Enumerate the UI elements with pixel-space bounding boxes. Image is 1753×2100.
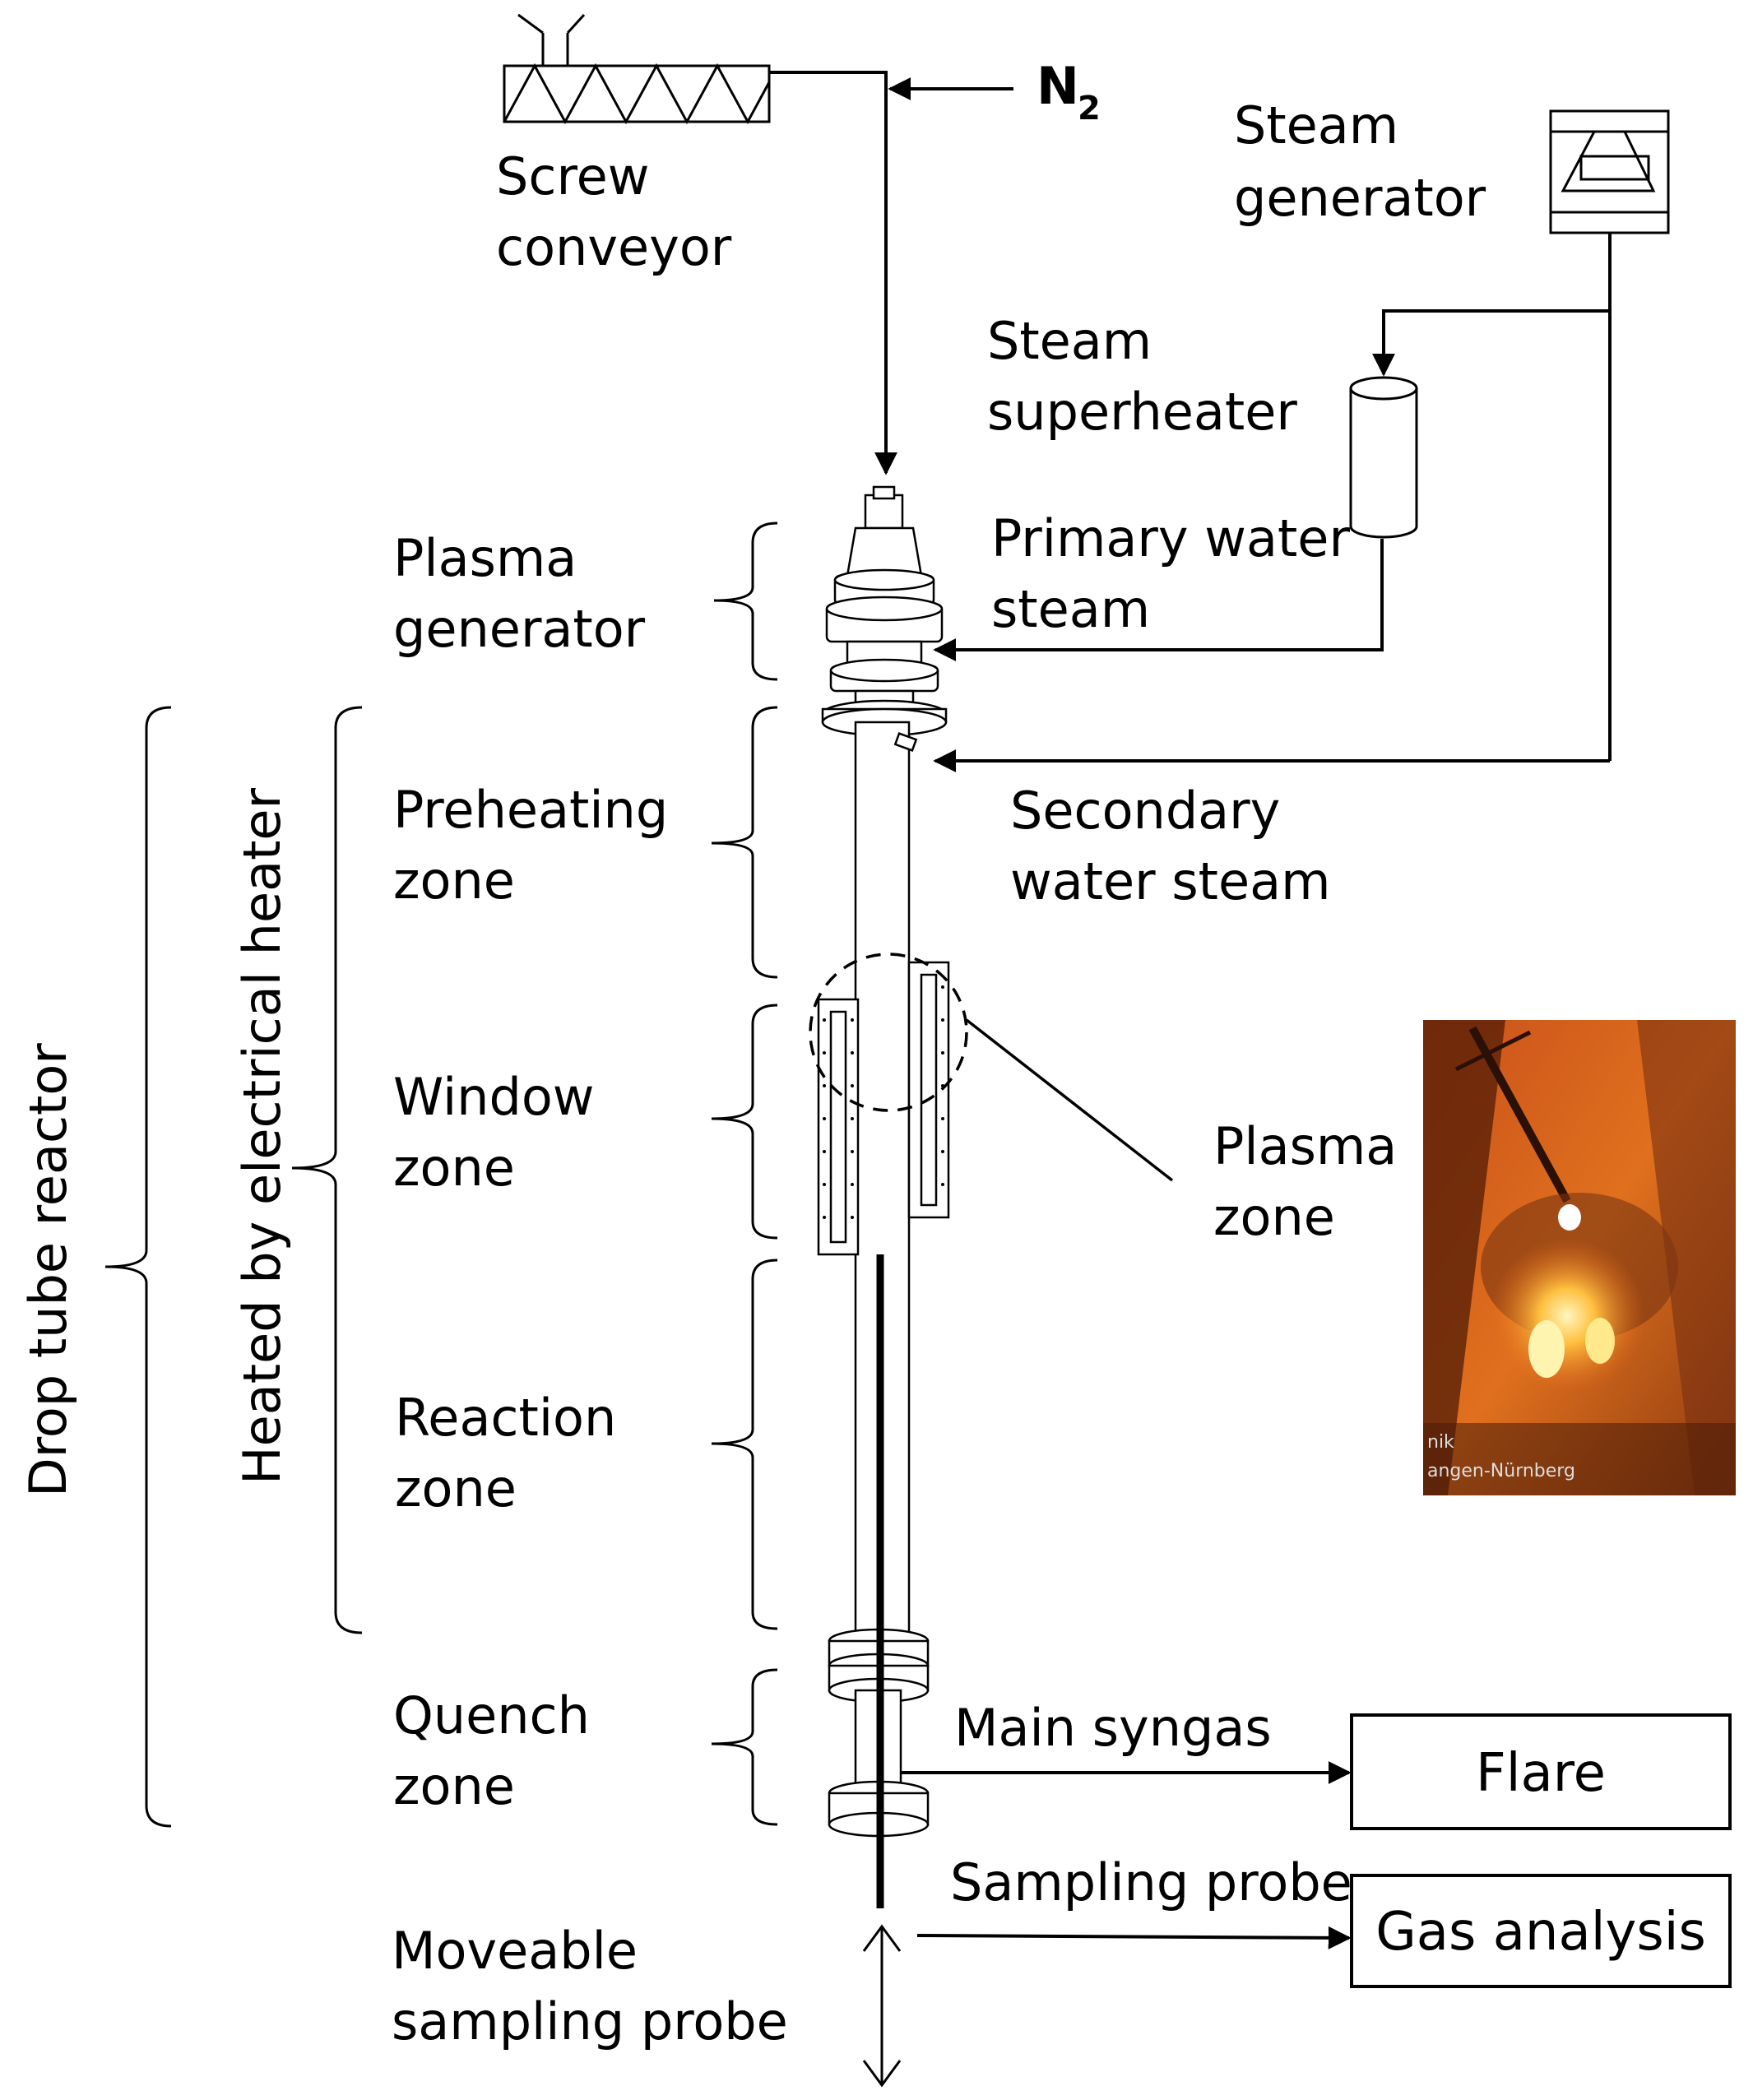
steam-lines bbox=[933, 233, 1612, 772]
svg-text:Steam: Steam bbox=[987, 311, 1152, 371]
svg-text:Moveable: Moveable bbox=[392, 1921, 638, 1981]
svg-text:N: N bbox=[1036, 56, 1079, 116]
svg-text:generator: generator bbox=[1234, 168, 1486, 228]
svg-text:Plasma: Plasma bbox=[393, 528, 577, 588]
svg-text:superheater: superheater bbox=[987, 382, 1297, 442]
reaction-zone-label: Reaction zone bbox=[395, 1388, 616, 1518]
svg-text:nik: nik bbox=[1427, 1432, 1454, 1453]
plasma-photo: nik angen-Nürnberg bbox=[1423, 1020, 1736, 1495]
svg-text:zone: zone bbox=[393, 1138, 515, 1198]
plasma-generator-label: Plasma generator bbox=[393, 528, 646, 659]
svg-text:Plasma: Plasma bbox=[1213, 1116, 1397, 1176]
secondary-water-steam-label: Secondary water steam bbox=[1010, 781, 1331, 911]
heated-bracket bbox=[291, 706, 363, 1634]
plasma-zone-label: Plasma zone bbox=[1213, 1116, 1397, 1247]
drop-tube-reactor-label: Drop tube reactor bbox=[18, 1043, 78, 1497]
svg-text:generator: generator bbox=[393, 599, 646, 659]
drop-tube-bracket bbox=[104, 706, 172, 1828]
quench-zone-label: Quench zone bbox=[393, 1685, 590, 1816]
svg-text:angen-Nürnberg: angen-Nürnberg bbox=[1427, 1461, 1575, 1481]
svg-text:zone: zone bbox=[393, 851, 515, 911]
svg-text:Gas analysis: Gas analysis bbox=[1375, 1902, 1706, 1963]
svg-text:2: 2 bbox=[1078, 90, 1101, 127]
screw-conveyor-icon bbox=[503, 13, 771, 125]
svg-text:zone: zone bbox=[393, 1756, 515, 1816]
window-zone-label: Window zone bbox=[393, 1067, 594, 1198]
preheating-zone-label: Preheating zone bbox=[393, 780, 668, 911]
svg-text:Screw: Screw bbox=[496, 146, 649, 206]
n2-label: N 2 bbox=[1036, 56, 1101, 127]
probe-move-arrow bbox=[862, 1924, 902, 2088]
moveable-sampling-probe-label: Moveable sampling probe bbox=[392, 1921, 788, 2051]
svg-text:Preheating: Preheating bbox=[393, 780, 668, 840]
svg-text:steam: steam bbox=[991, 579, 1150, 639]
steam-generator-label: Steam generator bbox=[1234, 95, 1486, 228]
steam-superheater-label: Steam superheater bbox=[987, 311, 1297, 442]
steam-superheater-icon bbox=[1349, 376, 1418, 539]
svg-text:Secondary: Secondary bbox=[1010, 781, 1280, 841]
plasma-zone-marker bbox=[809, 953, 1174, 1182]
svg-text:Steam: Steam bbox=[1234, 95, 1398, 155]
sampling-probe-label: Sampling probe bbox=[950, 1852, 1352, 1912]
svg-text:conveyor: conveyor bbox=[496, 217, 732, 277]
zone-brackets bbox=[711, 522, 778, 1826]
svg-text:Primary water: Primary water bbox=[991, 508, 1350, 568]
svg-text:sampling probe: sampling probe bbox=[392, 1991, 788, 2051]
feed-line bbox=[769, 71, 1013, 475]
svg-text:Reaction: Reaction bbox=[395, 1388, 616, 1448]
svg-text:Window: Window bbox=[393, 1067, 594, 1127]
flare-box: Flare bbox=[1350, 1713, 1732, 1830]
window-bolts bbox=[823, 985, 944, 1219]
primary-water-steam-label: Primary water steam bbox=[991, 508, 1350, 639]
main-syngas-label: Main syngas bbox=[954, 1698, 1272, 1758]
svg-text:Quench: Quench bbox=[393, 1685, 590, 1745]
outflow-lines bbox=[901, 1761, 1352, 1949]
steam-generator-icon bbox=[1549, 109, 1670, 234]
screw-conveyor-label: Screw conveyor bbox=[496, 146, 732, 277]
heated-by-electrical-heater-label: Heated by electrical heater bbox=[232, 787, 292, 1485]
svg-text:water steam: water steam bbox=[1010, 851, 1331, 911]
svg-text:Flare: Flare bbox=[1476, 1743, 1606, 1804]
gas-analysis-box: Gas analysis bbox=[1350, 1874, 1732, 1988]
svg-text:zone: zone bbox=[395, 1458, 517, 1518]
svg-text:zone: zone bbox=[1213, 1187, 1335, 1247]
